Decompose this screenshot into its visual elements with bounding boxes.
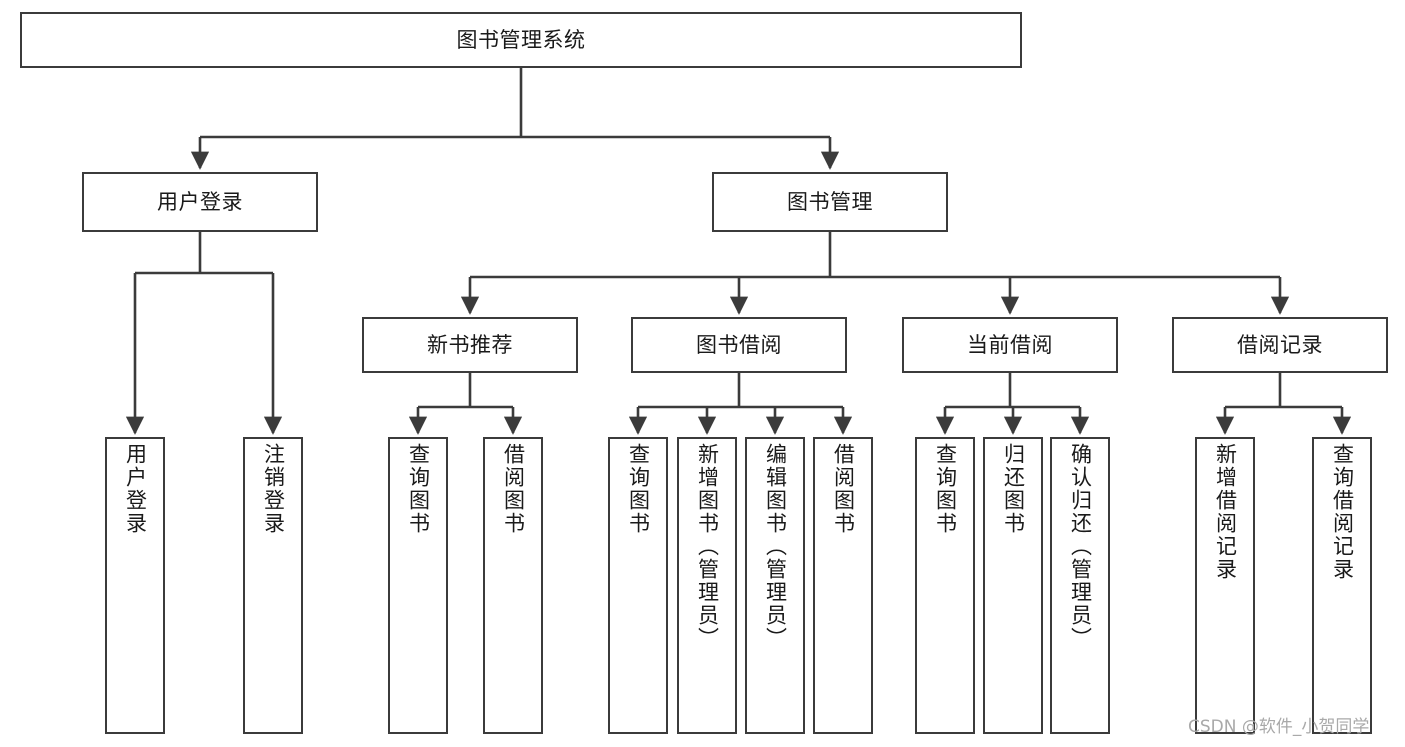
node-root-label: 图书管理系统 — [456, 27, 586, 52]
leaf-borrow-book-recommend[interactable]: 借阅图书 — [483, 437, 543, 734]
leaf-edit-book-label: 编辑图书（管理员） — [763, 443, 788, 650]
leaf-query-book-borrow[interactable]: 查询图书 — [608, 437, 668, 734]
leaf-add-book-label: 新增图书（管理员） — [695, 443, 720, 650]
leaf-edit-book[interactable]: 编辑图书（管理员） — [745, 437, 805, 734]
csdn-watermark: CSDN @软件_小贺同学 — [1188, 717, 1370, 737]
leaf-borrow-book-recommend-label: 借阅图书 — [501, 443, 526, 535]
leaf-user-login-label: 用户登录 — [123, 443, 148, 535]
leaf-return-book[interactable]: 归还图书 — [983, 437, 1043, 734]
leaf-query-borrow-record-label: 查询借阅记录 — [1330, 443, 1355, 581]
leaf-return-book-label: 归还图书 — [1001, 443, 1026, 535]
leaf-user-logout[interactable]: 注销登录 — [243, 437, 303, 734]
leaf-borrow-book-label: 借阅图书 — [831, 443, 856, 535]
leaf-add-book[interactable]: 新增图书（管理员） — [677, 437, 737, 734]
leaf-query-book-borrow-label: 查询图书 — [626, 443, 651, 535]
leaf-query-book-current-label: 查询图书 — [933, 443, 958, 535]
node-borrow-record[interactable]: 借阅记录 — [1172, 317, 1388, 373]
node-user-login[interactable]: 用户登录 — [82, 172, 318, 232]
node-book-management-label: 图书管理 — [787, 189, 873, 214]
node-book-management[interactable]: 图书管理 — [712, 172, 948, 232]
leaf-query-book-current[interactable]: 查询图书 — [915, 437, 975, 734]
node-book-borrow-label: 图书借阅 — [696, 332, 782, 357]
leaf-confirm-return[interactable]: 确认归还（管理员） — [1050, 437, 1110, 734]
leaf-query-book-recommend-label: 查询图书 — [406, 443, 431, 535]
leaf-query-borrow-record[interactable]: 查询借阅记录 — [1312, 437, 1372, 734]
leaf-add-borrow-record[interactable]: 新增借阅记录 — [1195, 437, 1255, 734]
leaf-query-book-recommend[interactable]: 查询图书 — [388, 437, 448, 734]
node-root[interactable]: 图书管理系统 — [20, 12, 1022, 68]
node-new-book-recommend[interactable]: 新书推荐 — [362, 317, 578, 373]
leaf-user-logout-label: 注销登录 — [261, 443, 286, 535]
node-current-borrow[interactable]: 当前借阅 — [902, 317, 1118, 373]
node-user-login-label: 用户登录 — [157, 189, 243, 214]
leaf-borrow-book[interactable]: 借阅图书 — [813, 437, 873, 734]
node-book-borrow[interactable]: 图书借阅 — [631, 317, 847, 373]
leaf-add-borrow-record-label: 新增借阅记录 — [1213, 443, 1238, 581]
leaf-confirm-return-label: 确认归还（管理员） — [1068, 443, 1093, 650]
node-borrow-record-label: 借阅记录 — [1237, 332, 1323, 357]
node-current-borrow-label: 当前借阅 — [967, 332, 1053, 357]
node-new-book-recommend-label: 新书推荐 — [427, 332, 513, 357]
leaf-user-login[interactable]: 用户登录 — [105, 437, 165, 734]
